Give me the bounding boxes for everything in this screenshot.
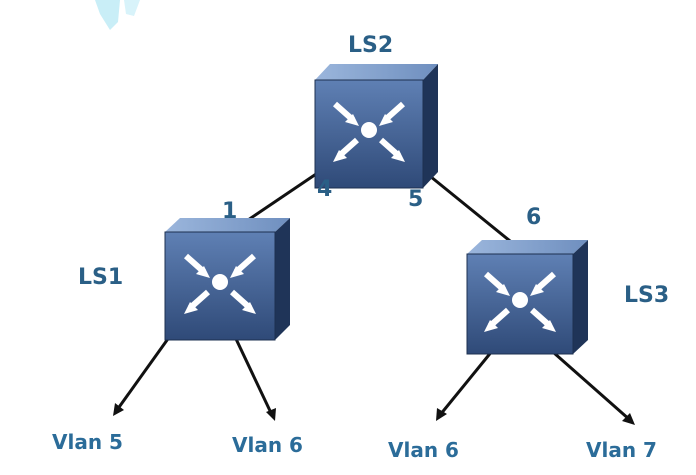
arrowhead-vlan7 <box>622 413 635 425</box>
vlan-label-ls1-left: Vlan 5 <box>52 430 123 454</box>
link-arrowheads <box>113 403 635 425</box>
switch-ls3[interactable] <box>466 240 588 355</box>
port-label-6: 6 <box>526 205 541 230</box>
link-ls2-ls3 <box>419 166 516 247</box>
switch-label-ls2: LS2 <box>348 33 393 58</box>
vlan-label-ls1-right: Vlan 6 <box>232 433 303 457</box>
vlan-label-ls3-left: Vlan 6 <box>388 438 459 462</box>
switch-label-ls3: LS3 <box>624 283 669 308</box>
link-ls3-vlan6 <box>438 344 499 416</box>
arrowhead-vlan6-right <box>436 408 447 421</box>
vlan-label-ls3-right: Vlan 7 <box>586 438 657 462</box>
watermark-fragment <box>95 0 140 30</box>
arrowhead-vlan5 <box>113 403 124 416</box>
link-ls3-vlan7 <box>544 343 631 422</box>
port-label-5: 5 <box>408 187 423 212</box>
link-ls2-ls1 <box>244 166 326 224</box>
switch-ls2[interactable] <box>314 64 438 189</box>
arrowhead-vlan6-left <box>266 408 276 421</box>
port-label-1: 1 <box>222 199 237 224</box>
switch-ls1[interactable] <box>164 218 290 341</box>
switch-label-ls1: LS1 <box>78 265 123 290</box>
port-label-4: 4 <box>317 177 332 202</box>
